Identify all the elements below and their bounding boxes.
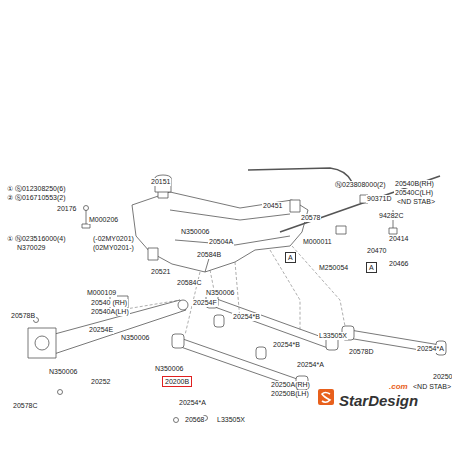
callout-number: (02MY0201-) [92,244,135,252]
callout-number: 20254*B [272,341,301,349]
logo-icon [318,389,334,405]
callout-number: 94282C [378,212,405,220]
link-bushing [172,294,446,390]
callout-number: N350006 [154,365,184,373]
callout-number: 20540 (RH) [90,299,128,307]
callout-number: M000109 [86,289,117,297]
callout-number: 20504A [208,238,234,246]
callout-number: <ND STAB> [412,383,452,391]
callout-number: 20250A(RH) [270,381,311,389]
trailing-link [40,300,186,356]
callout-number: N370029 [16,244,46,252]
callout-number: ① Ⓝ023516000(4) [6,235,67,243]
callout-number: 20578D [348,348,375,356]
subframe-rib [170,210,290,272]
callout-number: L33505X [216,416,246,424]
callout-number: 20470 [366,247,387,255]
logo-text: StarDesign [338,392,419,409]
stabilizer-bar [280,176,440,232]
callout-number: 20254*A [178,399,207,407]
callout-number: 20540B(RH) [394,180,435,188]
callout-number: M000011 [302,238,333,246]
callout-number: A [288,253,293,262]
callout-number: M250054 [318,264,349,272]
callout-number: Ⓝ023808000(2) [334,181,387,189]
stab-bushing [336,226,346,234]
lateral-link-front [212,298,330,348]
logo-text: .com [388,382,409,391]
callout-number: ② Ⓢ016710553(2) [6,194,67,202]
bushing-eye [178,300,188,310]
callout-number: <ND STAB> [396,198,436,206]
callout-number: (-02MY0201) [92,235,135,243]
leader-lines [120,246,345,335]
callout-number: 20176 [56,205,77,213]
callout-number: 20578B [10,312,36,320]
callout-number: 20200B [165,377,189,386]
trailing-housing [28,328,56,358]
callout-number: 20578C [12,402,39,410]
callout-number: 20250B(LH) [270,390,310,398]
callout-number: 20414 [388,235,409,243]
callout-number: 20254*A [296,361,325,369]
callout-number: N350006 [205,289,235,297]
callout-number: M000206 [88,216,119,224]
callout-number: L33505X [318,332,348,340]
callout-number: 20252 [90,378,111,386]
callout-number: N350006 [48,368,78,376]
callout-number: 20521 [150,268,171,276]
callout-number: 20584B [196,251,222,259]
callout-number: 20578 [300,214,321,222]
callout-number: 20254*A [416,345,445,353]
reference-box: A [366,262,377,273]
bushing-eye [35,336,49,350]
callout-number: 90371D [366,195,393,203]
callout-number: 20451 [262,202,283,210]
callout-number: N350006 [120,334,150,342]
nut [58,390,63,395]
callout-number: N350006 [180,228,210,236]
callout-number: 20540C(LH) [394,189,434,197]
callout-number: A [369,263,374,272]
callout-number: ① Ⓢ012308250(6) [6,185,67,193]
callout-number: 20540A(LH) [90,308,130,316]
callout-number: 20568 [184,416,205,424]
bushing [148,200,300,260]
nut [174,418,179,423]
callout-number: 20466 [388,260,409,268]
stabilizer-pipe [248,168,352,182]
callout-number: 20151 [150,178,171,186]
callout-number: 20254*B [232,313,261,321]
callout-number: 20254E [88,326,114,334]
highlight-box: 20200B [162,376,192,387]
bolt [84,206,89,211]
callout-number: 20254F [192,299,218,307]
reference-box: A [285,252,296,263]
callout-number: 20250 [432,373,452,381]
callout-number: 20584C [176,279,203,287]
